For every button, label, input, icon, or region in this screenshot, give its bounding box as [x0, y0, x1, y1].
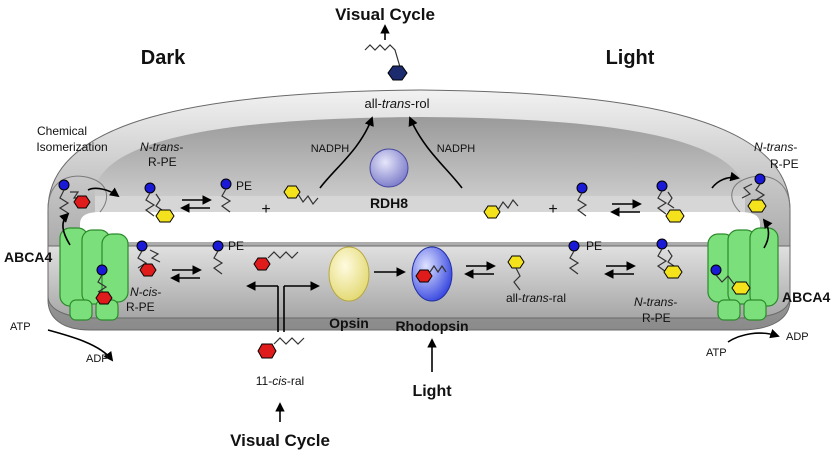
rhodopsin-label: Rhodopsin: [395, 318, 468, 334]
abca4-left-label: ABCA4: [4, 249, 52, 265]
rhodopsin-chromophore: [415, 264, 447, 283]
n-cis-label: N-cis-: [130, 285, 161, 299]
light-bottom-label: Light: [412, 383, 452, 400]
plus-lower: +: [548, 201, 557, 218]
pe-upper-label: PE: [236, 179, 252, 193]
plus-upper: +: [261, 201, 270, 218]
all-trans-ral-lower: [507, 255, 525, 291]
rdh8-enzyme: [369, 148, 409, 188]
11-cis-ral-free-molecule: [257, 337, 305, 359]
pe-lower-right-label: PE: [586, 239, 602, 253]
rpe-upper-right-label: R-PE: [770, 157, 799, 171]
11-cis-ral-label: 11-cis-ral: [256, 374, 304, 388]
pe-lower-label: PE: [228, 239, 244, 253]
rpe-ncis-label: R-PE: [126, 300, 155, 314]
nadph-left-label: NADPH: [311, 143, 350, 155]
n-trans-rpe-left-molecule: [58, 179, 91, 214]
pe-upper-right-molecule: [576, 182, 588, 217]
reaction-arrows: [47, 24, 780, 422]
n-trans-rpe-lower-right: [656, 238, 683, 279]
light-side-label: Light: [606, 47, 655, 69]
visual-cycle-bottom-label: Visual Cycle: [230, 431, 330, 450]
all-trans-ral-upper-right: [483, 198, 519, 219]
abca4-left-protein: [59, 227, 129, 321]
rhodopsin-protein: [411, 246, 453, 302]
n-trans-rpe-right-rim: [741, 173, 767, 213]
adp-left-label: ADP: [86, 353, 109, 365]
adp-right-label: ADP: [786, 331, 809, 343]
opsin-protein: [328, 246, 370, 302]
abca4-right-label: ABCA4: [782, 289, 830, 305]
dark-label: Dark: [141, 47, 186, 69]
n-trans-rpe-yellow-left: [144, 182, 175, 223]
visual-cycle-top-label: Visual Cycle: [335, 5, 435, 24]
rdh8-label: RDH8: [370, 195, 408, 211]
n-trans-upper-right-label: N-trans-: [754, 140, 797, 154]
isomerization-label: Isomerization: [36, 140, 107, 154]
nadph-right-label: NADPH: [437, 143, 476, 155]
pe-lower-right-molecule: [568, 240, 580, 275]
pe-upper-molecule: [220, 178, 232, 213]
abca4-left-bound-molecule: [95, 264, 113, 305]
n-trans-lower-right-label: N-trans-: [634, 295, 677, 309]
pe-lower-molecule: [212, 240, 224, 275]
atp-right-label: ATP: [706, 347, 727, 359]
rpe-lower-right-label: R-PE: [642, 311, 671, 325]
rpe-left-label: R-PE: [148, 155, 177, 169]
all-trans-ral-label: all-trans-ral: [506, 291, 566, 305]
all-trans-ral-upper-left: [283, 185, 319, 206]
abca4-right-bound-molecule: [710, 264, 751, 295]
atp-left-label: ATP: [10, 321, 31, 333]
11-cis-ral-membrane-molecule: [253, 251, 299, 271]
chemical-label: Chemical: [37, 124, 87, 138]
n-trans-left-label: N-trans-: [140, 140, 183, 154]
all-trans-retinol-molecule: [364, 44, 408, 81]
n-cis-rpe-molecule: [136, 240, 161, 277]
n-trans-rpe-upper-right: [656, 180, 685, 223]
opsin-label: Opsin: [329, 315, 369, 331]
all-trans-rol-label: all-trans-rol: [364, 96, 429, 111]
